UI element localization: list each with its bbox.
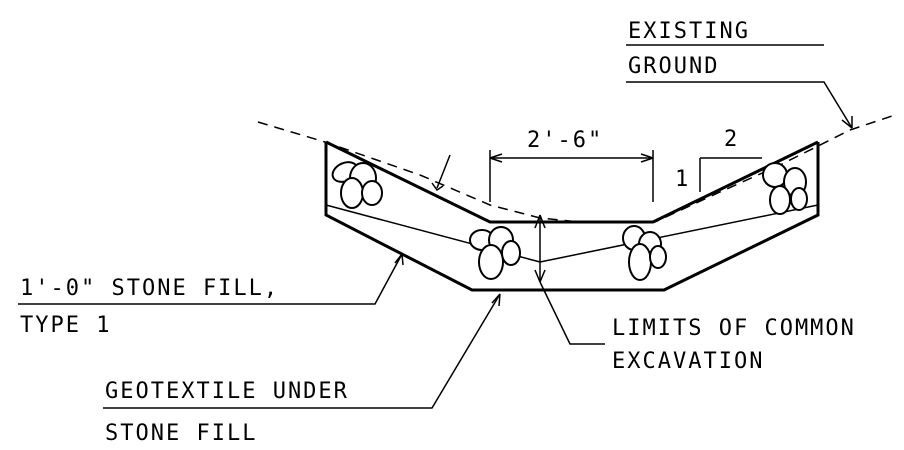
slope-indicator bbox=[699, 157, 762, 192]
thickness-line-right bbox=[539, 204, 819, 263]
existing-ground-label-line1: EXISTING bbox=[628, 19, 750, 44]
geotextile-label-line2: STONE FILL bbox=[105, 421, 257, 446]
limits-label-line1: LIMITS OF COMMON bbox=[612, 316, 856, 341]
bottom-width-label: 2'-6" bbox=[527, 128, 603, 153]
trench-outline bbox=[324, 142, 820, 292]
stone-cluster-right bbox=[762, 162, 808, 215]
slope-vertical-label: 1 bbox=[675, 167, 690, 192]
existing-ground-leader bbox=[626, 81, 853, 129]
stone-fill-top-surface bbox=[325, 140, 819, 224]
thickness-tick-mark bbox=[431, 154, 451, 192]
existing-ground-label-line2: GROUND bbox=[628, 54, 719, 79]
bottom-width-dimension bbox=[489, 150, 654, 202]
stone-fill-label-line2: TYPE 1 bbox=[20, 313, 111, 338]
existing-ground-dashed-line bbox=[257, 114, 896, 223]
geotextile-label-line1: GEOTEXTILE UNDER bbox=[105, 379, 349, 404]
stone-cluster-left bbox=[331, 161, 383, 209]
stone-fill-label-line1: 1'-0" STONE FILL, bbox=[20, 276, 279, 301]
stone-fill-leader bbox=[18, 253, 403, 305]
stone-cluster-center-left bbox=[469, 226, 521, 280]
limits-leader bbox=[539, 281, 605, 345]
limits-label-line2: EXCAVATION bbox=[612, 349, 764, 374]
stone-cluster-center-right bbox=[622, 225, 667, 281]
slope-horizontal-label: 2 bbox=[724, 127, 739, 152]
geotextile-leader bbox=[103, 293, 501, 409]
